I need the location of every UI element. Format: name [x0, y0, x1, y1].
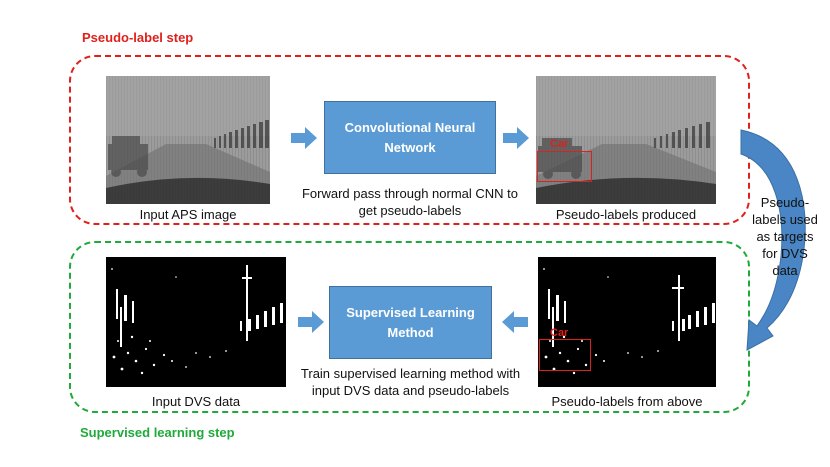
dvs-input-image — [106, 257, 286, 387]
dvs-input-caption: Input DVS data — [151, 394, 241, 409]
aps-input-image — [106, 76, 270, 204]
car-box-label: Car — [550, 327, 569, 339]
curved-arrow-icon — [740, 129, 806, 351]
arrow-right-icon — [503, 127, 529, 149]
cnn-process-description: Forward pass through normal CNN to get p… — [301, 186, 519, 218]
pseudo-label-output-caption: Pseudo-labels produced — [555, 207, 697, 222]
car-bounding-box — [539, 339, 591, 371]
aps-input-caption: Input APS image — [139, 207, 237, 222]
supervised-process-label: Supervised Learning Method — [346, 304, 475, 340]
dvs-pseudo-label-image: Car — [538, 257, 716, 387]
car-box-label: Car — [550, 138, 569, 150]
arrow-right-icon — [291, 127, 317, 149]
supervised-process-description: Train supervised learning method with in… — [300, 366, 521, 398]
arrow-right-icon — [298, 311, 324, 333]
cnn-process-label: Convolutional Neural Network — [344, 119, 476, 155]
supervised-step-title: Supervised learning step — [80, 425, 235, 440]
car-bounding-box — [537, 151, 592, 182]
cnn-process-box: Convolutional Neural Network — [324, 101, 496, 174]
supervised-process-box: Supervised Learning Method — [329, 286, 492, 359]
pseudo-label-output-image: Car — [536, 76, 716, 204]
transfer-note: Pseudo-labels used as targets for DVS da… — [752, 195, 818, 278]
dvs-pseudo-label-caption: Pseudo-labels from above — [551, 394, 703, 409]
pseudo-step-title: Pseudo-label step — [82, 30, 194, 45]
arrow-left-icon — [502, 311, 528, 333]
